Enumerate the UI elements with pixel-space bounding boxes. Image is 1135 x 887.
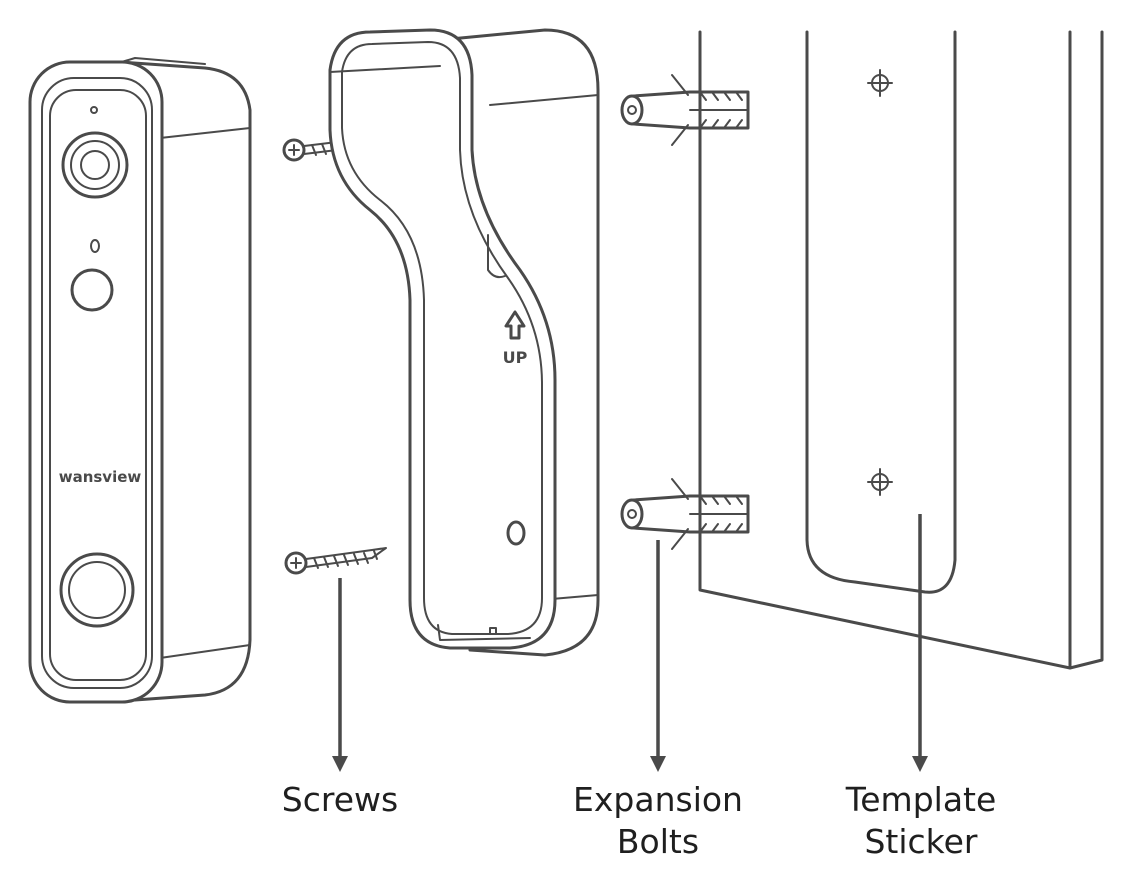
wall-panel bbox=[698, 30, 1104, 670]
arrow-expansion-bolts bbox=[650, 540, 666, 772]
crosshair-bottom-icon bbox=[867, 468, 893, 496]
template-sticker-label: Template Sticker bbox=[845, 780, 997, 861]
arrow-screws bbox=[332, 578, 348, 772]
expansion-bolts-label: Expansion Bolts bbox=[573, 780, 743, 861]
brand-logo: wansview bbox=[59, 468, 142, 486]
expansion-bolt-bottom bbox=[620, 478, 750, 550]
crosshair-top-icon bbox=[867, 69, 893, 97]
template-sticker bbox=[805, 30, 957, 594]
expansion-bolt-top bbox=[620, 74, 750, 146]
doorbell-device: wansview bbox=[28, 57, 252, 704]
mounting-bracket: UP bbox=[328, 28, 600, 657]
bracket-up-label: UP bbox=[503, 348, 528, 367]
arrow-template-sticker bbox=[912, 514, 928, 772]
screws-label: Screws bbox=[281, 780, 399, 819]
screw-bottom bbox=[284, 547, 387, 575]
